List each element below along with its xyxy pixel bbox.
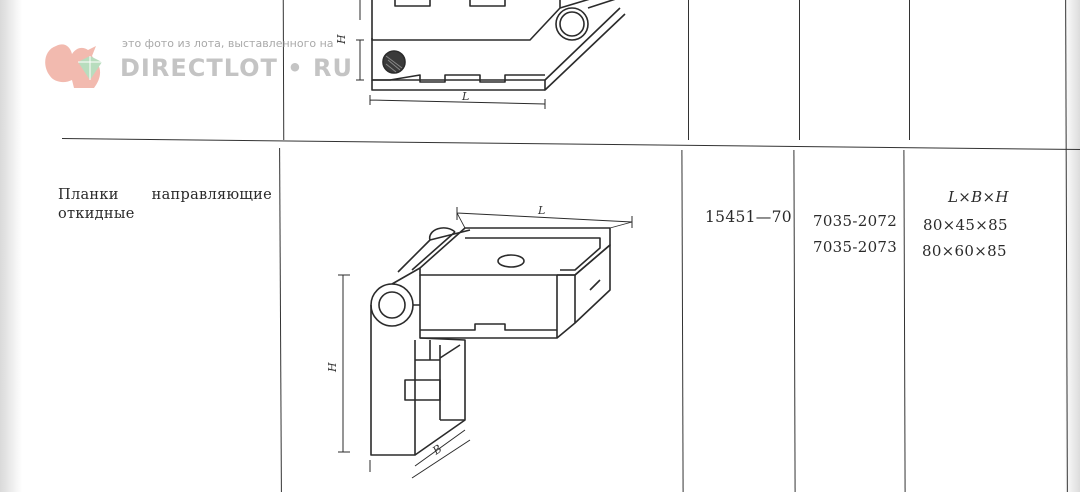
top-drawing-length-label: L (461, 90, 469, 103)
watermark-domain: RU (312, 54, 353, 82)
bottom-drawing-length-label: L (537, 204, 545, 217)
dimension-value: 80×60×85 (922, 242, 1007, 260)
directlot-watermark (45, 44, 102, 88)
watermark-brand-name: DIRECTLOT (120, 54, 278, 82)
bottom-part-drawing (338, 207, 633, 479)
watermark-dot: • (287, 54, 304, 82)
table-column-divider (688, 0, 689, 140)
standard-number: 15451—70 (705, 208, 792, 226)
squirrel-logo-icon (45, 44, 102, 88)
item-name-word: Планки (58, 187, 119, 203)
dimension-value: 80×45×85 (923, 216, 1008, 234)
bottom-drawing-height-label: H (326, 362, 339, 373)
item-name-word: направляющие (151, 187, 272, 203)
item-name-line-1: Планки направляющие (58, 187, 272, 203)
bottom-drawing-width-label: B (429, 442, 444, 458)
watermark-brand: DIRECTLOT • RU (120, 54, 353, 82)
top-part-drawing (356, 0, 626, 109)
table-column-divider (909, 0, 910, 140)
top-drawing-height-label: H (335, 34, 348, 45)
page-edge-shadow-left (0, 0, 22, 492)
watermark-caption: это фото из лота, выставленного на (122, 37, 334, 50)
table-column-divider (799, 0, 800, 140)
page-edge-shadow-right (1064, 0, 1080, 492)
designation-code: 7035-2073 (813, 238, 898, 256)
dimension-header: L×B×H (948, 188, 1009, 206)
item-name-line-2: откидные (58, 206, 135, 222)
designation-code: 7035-2072 (813, 212, 898, 230)
